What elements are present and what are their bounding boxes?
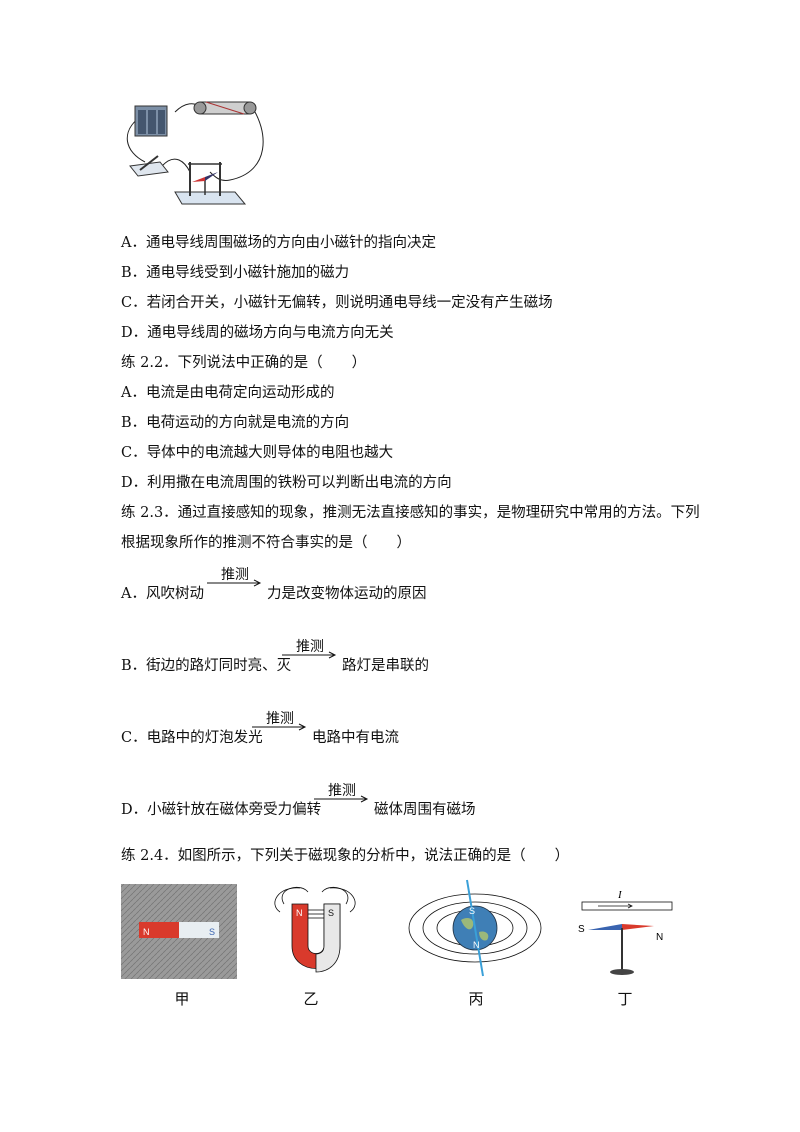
inference-arrow: 推测: [252, 708, 308, 738]
u-magnet-figure: N S: [270, 884, 360, 979]
north-label: N: [656, 932, 663, 943]
earth-field-figure: S N: [405, 872, 545, 984]
q23-b-inference: 路灯是串联的: [342, 658, 429, 674]
north-label: N: [473, 940, 480, 950]
figure-caption-bing: 丙: [468, 990, 484, 1008]
q23-a-inference: 力是改变物体运动的原因: [267, 586, 427, 602]
q23-a-phenomenon: A．风吹树动: [121, 586, 204, 602]
inference-arrow: 推测: [314, 780, 370, 810]
north-label: N: [143, 927, 150, 937]
q22-option-d: D．利用撒在电流周围的铁粉可以判断出电流的方向: [121, 475, 452, 491]
north-label: N: [296, 908, 303, 918]
q23-d-inference: 磁体周围有磁场: [374, 802, 476, 818]
south-label: S: [209, 927, 215, 937]
current-label: I: [617, 889, 623, 901]
inference-label: 推测: [328, 783, 356, 799]
q23-stem-line2: 根据现象所作的推测不符合事实的是（ ）: [121, 535, 411, 551]
south-label: S: [469, 906, 475, 916]
figure-caption-ding: 丁: [617, 990, 633, 1008]
q23-stem-line1: 练 2.3．通过直接感知的现象，推测无法直接感知的事实，是物理研究中常用的方法。…: [121, 505, 700, 521]
inference-label: 推测: [296, 639, 324, 655]
q21-option-d: D．通电导线周的磁场方向与电流方向无关: [121, 325, 394, 341]
inference-arrow: 推测: [282, 636, 338, 666]
circuit-figure: [120, 92, 270, 212]
q24-stem: 练 2.4．如图所示，下列关于磁现象的分析中，说法正确的是（ ）: [121, 848, 570, 864]
south-label: S: [578, 924, 585, 935]
q23-option-c: C．电路中的灯泡发光 推测 电路中有电流: [121, 708, 681, 748]
bar-magnet-photo: N S: [121, 884, 237, 979]
q21-option-c: C．若闭合开关，小磁针无偏转，则说明通电导线一定没有产生磁场: [121, 295, 553, 311]
inference-label: 推测: [221, 567, 249, 583]
q23-c-phenomenon: C．电路中的灯泡发光: [121, 730, 263, 746]
figure-caption-jia: 甲: [174, 990, 190, 1008]
q21-option-b: B．通电导线受到小磁针施加的磁力: [121, 265, 350, 281]
q23-b-phenomenon: B．街边的路灯同时亮、灭: [121, 658, 292, 674]
inference-label: 推测: [266, 711, 294, 727]
q23-option-a: A．风吹树动 推测 力是改变物体运动的原因: [121, 564, 681, 604]
q23-option-b: B．街边的路灯同时亮、灭 推测 路灯是串联的: [121, 636, 681, 676]
oersted-figure: I S N: [570, 884, 680, 979]
q23-d-phenomenon: D．小磁针放在磁体旁受力偏转: [121, 802, 322, 818]
q22-stem: 练 2.2．下列说法中正确的是（ ）: [121, 355, 367, 371]
q22-option-c: C．导体中的电流越大则导体的电阻也越大: [121, 445, 394, 461]
q22-option-a: A．电流是由电荷定向运动形成的: [121, 385, 335, 401]
inference-arrow: 推测: [207, 564, 263, 594]
q21-option-a: A．通电导线周围磁场的方向由小磁针的指向决定: [121, 235, 436, 251]
q22-option-b: B．电荷运动的方向就是电流的方向: [121, 415, 350, 431]
q23-c-inference: 电路中有电流: [312, 730, 399, 746]
q23-option-d: D．小磁针放在磁体旁受力偏转 推测 磁体周围有磁场: [121, 780, 681, 820]
figure-caption-yi: 乙: [303, 990, 319, 1008]
south-label: S: [328, 908, 334, 918]
